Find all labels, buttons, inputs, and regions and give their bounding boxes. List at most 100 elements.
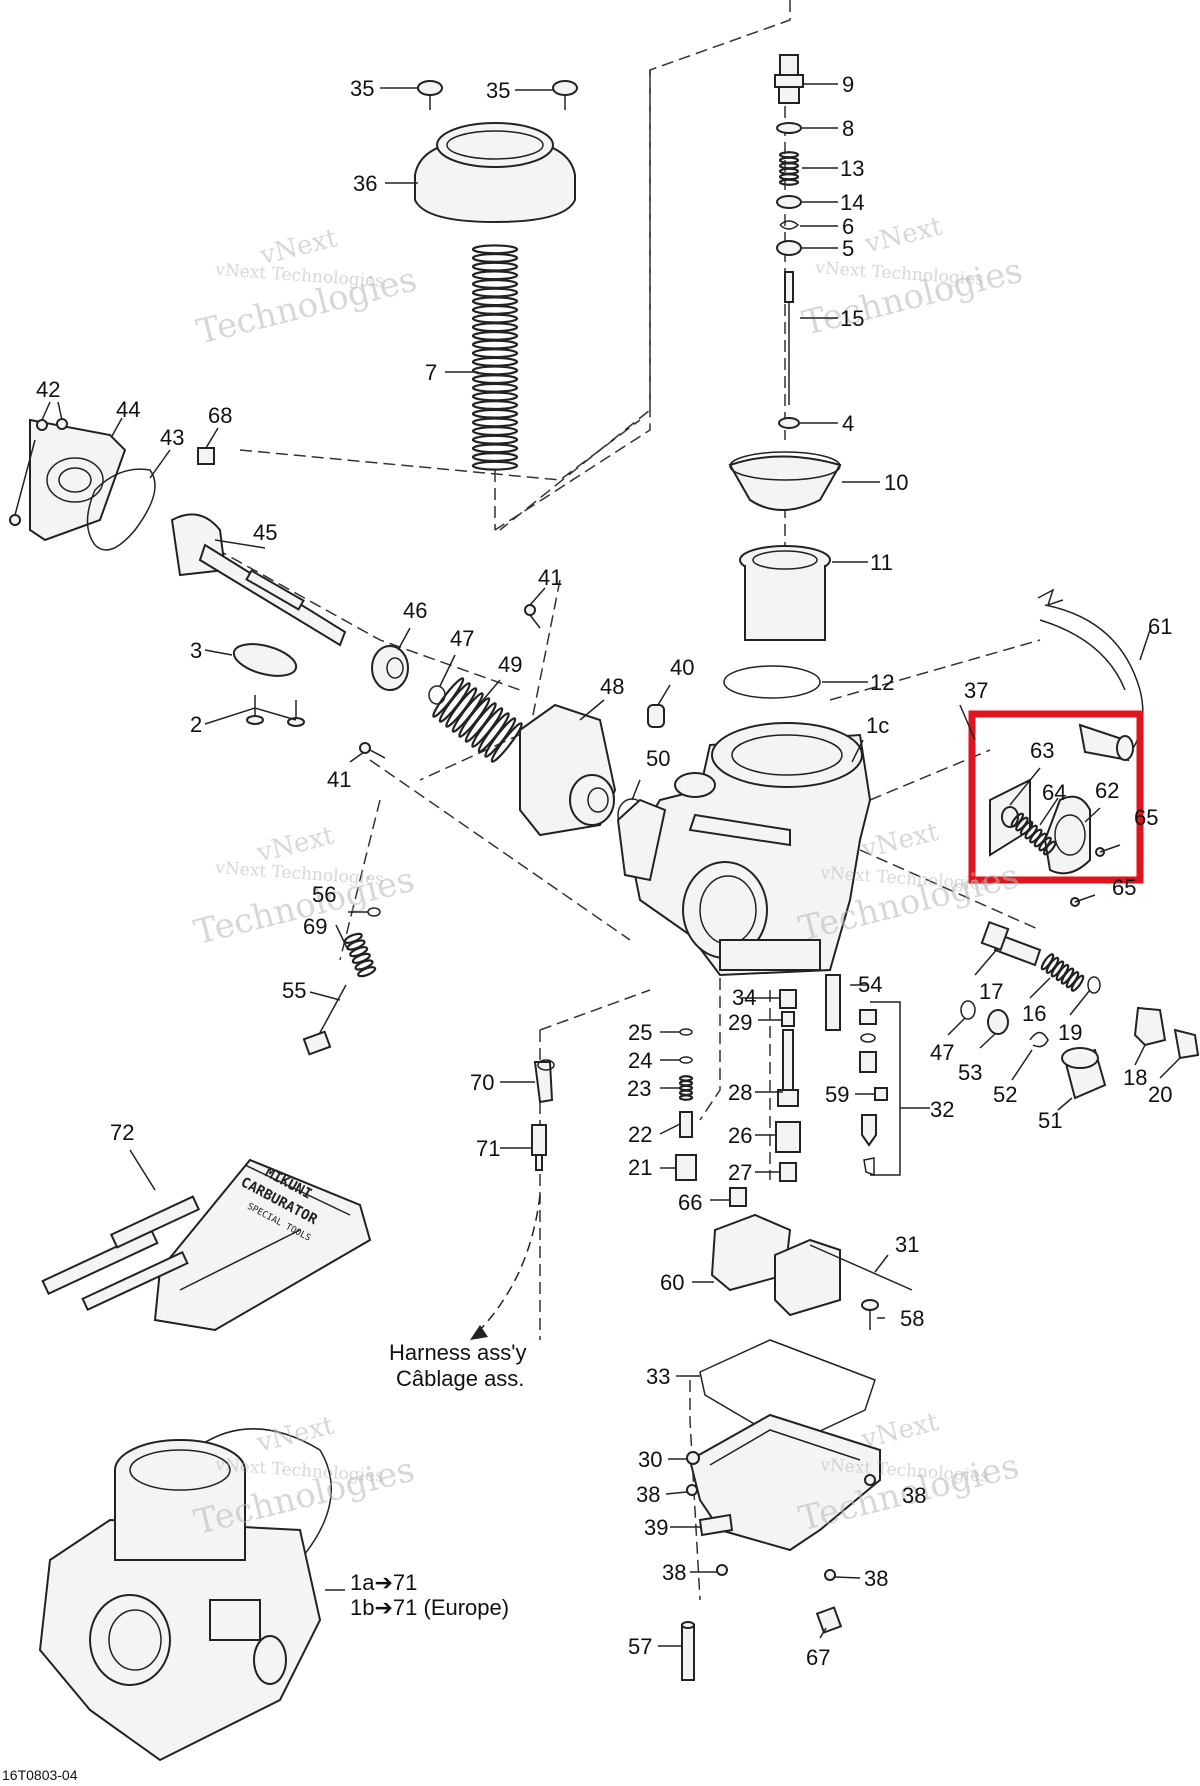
carburetor-body	[616, 722, 872, 977]
pilot-spring-69	[343, 932, 377, 978]
clip-52	[1029, 1031, 1049, 1048]
label-44: 44	[116, 397, 140, 422]
label-2: 2	[190, 712, 202, 737]
label-22: 22	[628, 1122, 652, 1147]
vacuum-piston-cover-group	[414, 80, 578, 471]
label-9: 9	[842, 72, 854, 97]
label-15: 15	[840, 306, 864, 331]
label-65: 65	[1112, 875, 1136, 900]
label-30: 30	[638, 1447, 662, 1472]
label-65: 65	[1134, 805, 1158, 830]
label-58: 58	[900, 1306, 924, 1331]
starter-cover-51	[1061, 1047, 1107, 1100]
label-36: 36	[353, 171, 377, 196]
watermark-text: vNext Technologies	[214, 858, 385, 890]
label-70: 70	[470, 1070, 494, 1095]
label-19: 19	[1058, 1020, 1082, 1045]
label-35: 35	[486, 78, 510, 103]
diaphragm-10	[728, 451, 842, 511]
bracket-70	[533, 1059, 555, 1104]
label-50: 50	[646, 746, 670, 771]
label-31: 31	[895, 1232, 919, 1257]
label-21: 21	[628, 1155, 652, 1180]
label-26: 26	[728, 1123, 752, 1148]
spring-23	[678, 1075, 694, 1101]
gasket-43	[86, 468, 156, 551]
jet-29	[781, 1011, 795, 1027]
washer-14	[776, 195, 802, 209]
piston-cover	[414, 122, 576, 224]
starter-spring-16	[1040, 953, 1085, 992]
label-20: 20	[1148, 1082, 1172, 1107]
pump-spring-64	[1010, 812, 1057, 856]
o-ring-24	[679, 1056, 693, 1064]
label-68: 68	[208, 403, 232, 428]
jet-needle-stack	[774, 54, 804, 429]
label-47: 47	[930, 1040, 954, 1065]
starter-plunger-17	[980, 920, 1042, 967]
label-67: 67	[806, 1645, 830, 1670]
needle-adjuster-9	[774, 54, 804, 104]
washer-4	[778, 417, 800, 429]
return-spring-49	[432, 677, 523, 763]
vacuum-piston-11	[739, 545, 831, 641]
label-6: 6	[842, 214, 854, 239]
piston-spring	[471, 244, 519, 471]
accelerator-pump-cover-62	[1043, 795, 1091, 875]
label-23: 23	[627, 1076, 651, 1101]
label-39: 39	[644, 1515, 668, 1540]
holder-26	[775, 1121, 801, 1153]
drain-screw-67	[815, 1606, 843, 1634]
bracket-39	[698, 1513, 734, 1537]
needle-jet-28	[782, 1029, 794, 1096]
pilot-screw-55	[302, 984, 347, 1056]
label-48: 48	[600, 674, 624, 699]
label-29: 29	[728, 1010, 752, 1035]
screw-35-right	[552, 80, 578, 110]
label-62: 62	[1095, 778, 1119, 803]
watermark-text: vNext	[861, 211, 945, 259]
washer-53	[987, 1009, 1009, 1035]
nut-68	[197, 447, 215, 465]
screws-38	[686, 1474, 876, 1581]
label-25: 25	[628, 1020, 652, 1045]
label-64: 64	[1042, 780, 1066, 805]
label-43: 43	[160, 425, 184, 450]
valve-22	[679, 1111, 693, 1138]
bracket-32	[870, 1001, 901, 1176]
caption-assembly-1b: 1b➔71 (Europe)	[350, 1595, 509, 1620]
label-46: 46	[403, 598, 427, 623]
label-14: 14	[840, 190, 864, 215]
label-42: 42	[36, 377, 60, 402]
seat-59	[874, 1087, 888, 1101]
label-52: 52	[993, 1082, 1017, 1107]
label-57: 57	[628, 1634, 652, 1659]
sensor-71	[531, 1124, 547, 1171]
label-10: 10	[884, 470, 908, 495]
float-60	[710, 1213, 841, 1317]
o-ring-19	[1087, 976, 1101, 994]
label-61: 61	[1148, 614, 1172, 639]
label-17: 17	[979, 979, 1003, 1004]
label-12: 12	[870, 670, 894, 695]
washer-47-right	[960, 1000, 976, 1020]
label-49: 49	[498, 652, 522, 677]
throttle-pulley-cover-48	[519, 703, 617, 837]
label-53: 53	[958, 1060, 982, 1085]
label-56: 56	[312, 882, 336, 907]
label-55: 55	[282, 978, 306, 1003]
label-5: 5	[842, 236, 854, 261]
plug-40	[647, 704, 665, 728]
assembled-carburetor	[38, 1428, 332, 1762]
watermark-text: vNext	[858, 817, 942, 865]
highlight-box	[968, 710, 1144, 884]
label-13: 13	[840, 156, 864, 181]
label-38: 38	[636, 1482, 660, 1507]
starter-jet-54	[825, 974, 841, 1031]
cover-plate-44	[29, 418, 127, 542]
label-7: 7	[425, 360, 437, 385]
label-3: 3	[190, 638, 202, 663]
float-pin-31	[809, 1244, 913, 1291]
label-51: 51	[1038, 1108, 1062, 1133]
